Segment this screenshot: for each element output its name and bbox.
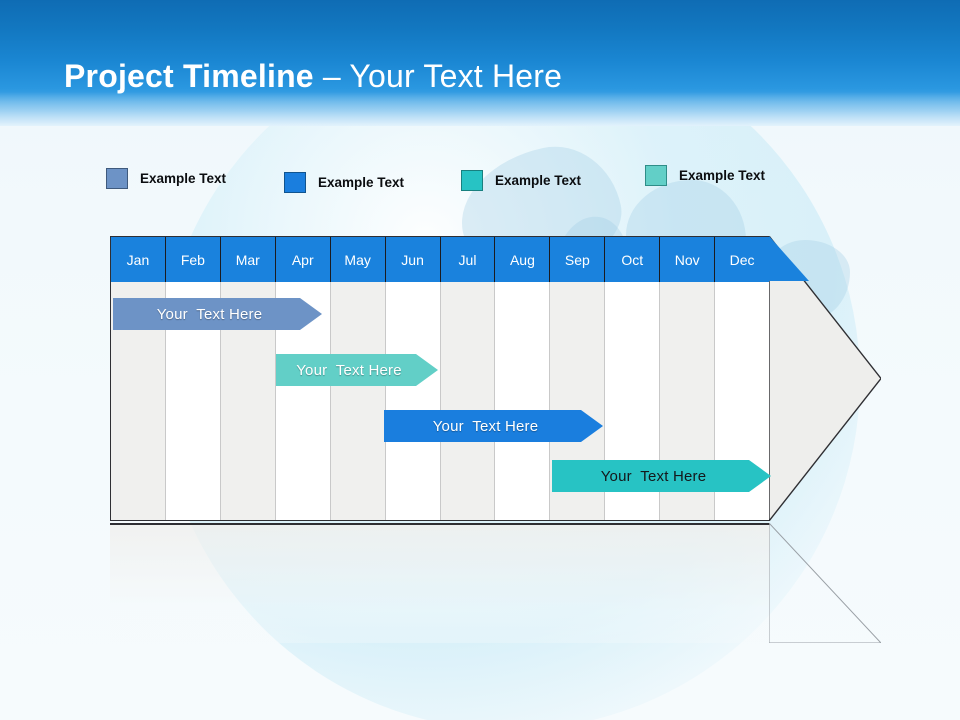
month-header-jun[interactable]: Jun (385, 237, 441, 282)
legend-swatch-icon (284, 172, 306, 193)
month-header-nov[interactable]: Nov (660, 237, 716, 282)
month-column-jan (111, 237, 166, 520)
task-bar-1[interactable]: Your Text Here (113, 298, 322, 330)
arrow-reflection (769, 523, 881, 643)
task-bar-label: Your Text Here (432, 417, 539, 435)
chart-reflection-body (110, 523, 770, 643)
legend-item-3[interactable]: Example Text (461, 170, 581, 191)
header-banner (0, 0, 960, 126)
legend-label: Example Text (318, 175, 405, 190)
legend-label: Example Text (495, 173, 582, 188)
month-header-may[interactable]: May (330, 237, 386, 282)
legend-item-2[interactable]: Example Text (284, 172, 404, 193)
month-columns (111, 237, 770, 520)
legend-item-4[interactable]: Example Text (645, 165, 765, 186)
timeline-arrow-head-highlight (769, 236, 809, 281)
month-header-sep[interactable]: Sep (550, 237, 606, 282)
month-header-jan[interactable]: Jan (111, 237, 166, 282)
legend-swatch-icon (461, 170, 483, 191)
header-glow (0, 92, 960, 126)
task-bar-label: Your Text Here (156, 305, 263, 323)
month-column-aug (495, 237, 551, 520)
legend-swatch-icon (645, 165, 667, 186)
title-strong: Project Timeline (64, 58, 314, 94)
month-header-dec[interactable]: Dec (715, 237, 770, 282)
timeline-arrow-head-icon (769, 236, 881, 521)
task-bar-4[interactable]: Your Text Here (552, 460, 771, 492)
month-column-jul (440, 237, 496, 520)
globe-landmass-icon (760, 240, 850, 320)
month-header-aug[interactable]: Aug (495, 237, 551, 282)
month-column-mar (220, 237, 276, 520)
legend-label: Example Text (679, 168, 766, 183)
month-header-feb[interactable]: Feb (165, 237, 221, 282)
task-bar-3[interactable]: Your Text Here (384, 410, 603, 442)
month-column-feb (165, 237, 221, 520)
task-bar-label: Your Text Here (296, 361, 402, 379)
legend-swatch-icon (106, 168, 128, 189)
page-title: Project Timeline – Your Text Here (64, 58, 562, 95)
chart-reflection (110, 523, 770, 643)
month-header-apr[interactable]: Apr (275, 237, 331, 282)
legend-label: Example Text (140, 171, 227, 186)
legend-item-1[interactable]: Example Text (106, 168, 226, 189)
month-header-jul[interactable]: Jul (440, 237, 496, 282)
month-header-oct[interactable]: Oct (605, 237, 661, 282)
task-bar-2[interactable]: Your Text Here (276, 354, 438, 386)
title-light: – Your Text Here (313, 58, 563, 94)
month-header-mar[interactable]: Mar (220, 237, 276, 282)
task-bar-label: Your Text Here (600, 467, 707, 485)
